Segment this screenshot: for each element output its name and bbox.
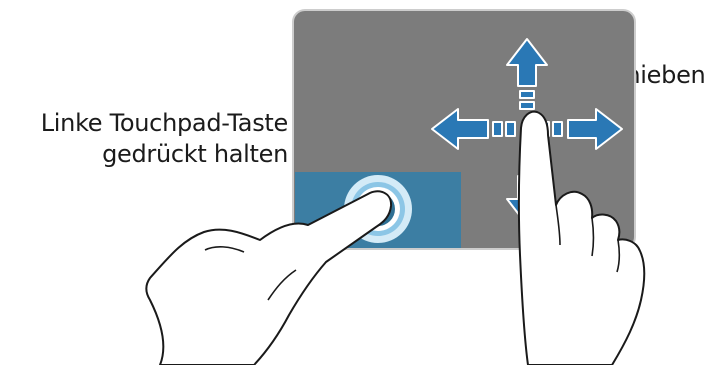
pointing-hand-icon [146, 191, 391, 365]
